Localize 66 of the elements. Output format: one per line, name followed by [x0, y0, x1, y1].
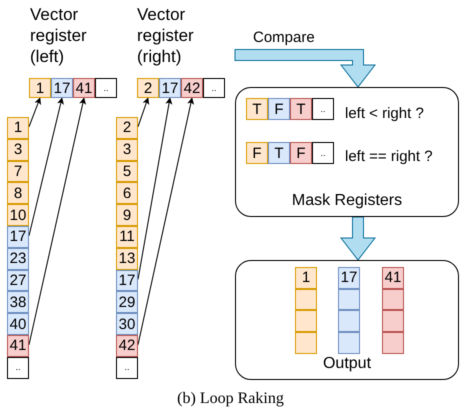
register-cell: F	[290, 142, 312, 164]
block-arrow	[340, 216, 376, 261]
register-cell: F	[268, 98, 290, 120]
arrow	[28, 97, 86, 346]
empty-cell	[382, 332, 404, 354]
register-cell: T	[268, 142, 290, 164]
panel-title: Mask Registers	[292, 192, 402, 210]
register-cell: 41	[7, 335, 29, 357]
heading-text: Vector register (right)	[137, 4, 195, 67]
register-cell: 17	[159, 78, 181, 98]
register-cell: T	[246, 98, 268, 120]
panel-title: Output	[322, 355, 372, 373]
arrow	[138, 97, 194, 346]
register-cell: 17	[7, 226, 29, 248]
register-cell: ..	[203, 78, 225, 98]
register-cell: 1	[29, 78, 51, 98]
rounded-panel	[235, 87, 459, 217]
register-cell: 41	[73, 78, 95, 98]
register-cell: 27	[7, 270, 29, 292]
register-cell: 11	[116, 226, 138, 248]
register-cell: 29	[116, 291, 138, 314]
register-cell: 8	[7, 182, 29, 204]
register-cell: 1	[295, 267, 317, 289]
register-cell: 9	[116, 204, 138, 226]
register-cell: ..	[7, 356, 29, 379]
arrow	[28, 97, 42, 128]
register-cell: ..	[116, 356, 138, 379]
register-cell: ..	[312, 142, 334, 164]
rounded-panel	[235, 260, 459, 380]
heading-text: Vector register (left)	[30, 4, 88, 67]
register-cell: 2	[116, 117, 138, 139]
register-cell: 13	[116, 248, 138, 270]
register-cell: F	[246, 142, 268, 164]
register-cell: 41	[382, 267, 404, 289]
block-arrow	[234, 49, 376, 88]
register-cell: 5	[116, 160, 138, 182]
comparison-text: left < right ?	[345, 104, 424, 124]
register-cell: 10	[7, 204, 29, 226]
register-cell: 23	[7, 248, 29, 270]
register-cell: 3	[7, 138, 29, 161]
register-cell: 42	[116, 335, 138, 357]
register-cell: 6	[116, 182, 138, 204]
register-cell: 17	[116, 270, 138, 292]
empty-cell	[338, 332, 360, 354]
edge-label: Compare	[253, 29, 315, 46]
register-cell: 3	[116, 138, 138, 161]
empty-cell	[295, 288, 317, 310]
empty-cell	[382, 288, 404, 310]
register-cell: 38	[7, 291, 29, 314]
register-cell: 40	[7, 313, 29, 335]
register-cell: ..	[95, 78, 117, 98]
register-cell: ..	[312, 98, 334, 120]
register-cell: 30	[116, 313, 138, 335]
register-cell: 7	[7, 160, 29, 182]
register-cell: 42	[181, 78, 203, 98]
comparison-text: left == right ?	[345, 147, 433, 167]
empty-cell	[338, 288, 360, 310]
empty-cell	[295, 332, 317, 354]
caption: (b) Loop Raking	[176, 390, 285, 408]
register-cell: 17	[338, 267, 360, 289]
register-cell: 17	[51, 78, 73, 98]
register-cell: 2	[137, 78, 159, 98]
register-cell: T	[290, 98, 312, 120]
register-cell: 1	[7, 117, 29, 139]
arrow	[28, 97, 64, 236]
arrow	[138, 97, 150, 128]
